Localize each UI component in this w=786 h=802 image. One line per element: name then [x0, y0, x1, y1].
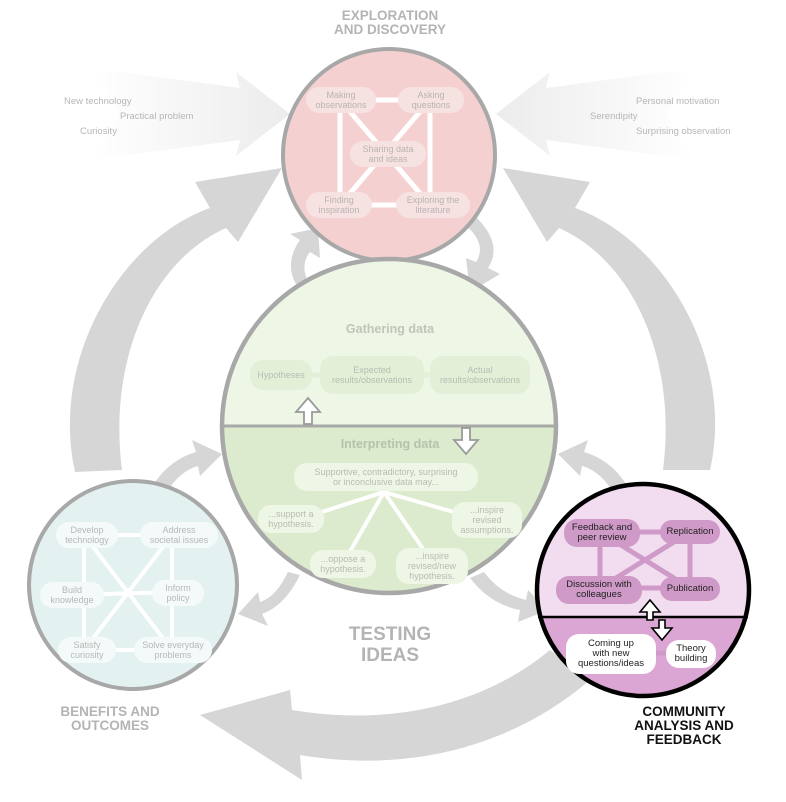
cycle-arrow-right	[503, 168, 716, 470]
outcome-support: ...support a hypothesis.	[258, 505, 324, 533]
testing-title: TESTING IDEAS	[348, 624, 432, 666]
community-node-5: Coming up with new questions/ideas	[566, 634, 656, 674]
trigger-left-3: Curiosity	[80, 126, 117, 137]
input-arrow-right	[496, 68, 696, 160]
up-arrow-icon	[294, 396, 322, 425]
outcome-oppose: ...oppose a hypothesis.	[310, 550, 376, 578]
trigger-right-2: Serendipity	[590, 111, 638, 122]
community-node-1: Feedback and peer review	[564, 519, 640, 547]
interpreting-lead: Supportive, contradictory, surprising or…	[294, 463, 478, 491]
arrow-testing-to-community	[470, 572, 548, 622]
benefits-node-4: Inform policy	[152, 580, 204, 606]
arrow-testing-to-benefits	[238, 572, 300, 626]
gathering-node-2: Expected results/observations	[320, 356, 424, 394]
down-arrow-icon	[452, 427, 480, 456]
community-node-6: Theory building	[666, 640, 716, 668]
exploration-title: EXPLORATION AND DISCOVERY	[333, 8, 446, 37]
trigger-right-1: Personal motivation	[636, 96, 720, 107]
arrow-testing-to-exploration	[290, 228, 320, 290]
community-node-3: Discussion with colleagues	[556, 576, 642, 604]
exploration-node-4: Finding inspiration	[306, 192, 372, 218]
outcome-inspire-hypothesis: ...inspire revised/new hypothesis.	[396, 548, 468, 584]
community-title: COMMUNITY ANALYSIS AND FEEDBACK	[634, 704, 734, 747]
benefits-node-1: Develop technology	[56, 522, 118, 548]
community-node-4: Publication	[660, 577, 720, 601]
gathering-node-3: Actual results/observations	[430, 356, 530, 394]
benefits-node-6: Solve everyday problems	[134, 637, 212, 663]
input-arrow-left	[90, 68, 290, 160]
trigger-right-3: Surprising observation	[636, 126, 731, 137]
outcome-inspire-assumptions: ...inspire revised assumptions.	[452, 502, 522, 538]
cycle-arrow-left	[69, 168, 282, 472]
benefits-node-2: Address societal issues	[140, 522, 218, 548]
exploration-node-3: Sharing data and ideas	[350, 141, 426, 167]
exploration-node-1: Making observations	[306, 87, 376, 113]
benefits-node-5: Satisfy curiosity	[58, 637, 116, 663]
swap-arrow-icon	[638, 598, 662, 621]
community-node-2: Replication	[660, 520, 720, 544]
cycle-arrow-bottom	[200, 650, 590, 780]
interpreting-title: Interpreting data	[340, 437, 440, 451]
exploration-node-2: Asking questions	[398, 87, 464, 113]
trigger-left-2: Practical problem	[120, 111, 194, 122]
gathering-title: Gathering data	[345, 322, 435, 336]
arrow-benefits-to-testing	[150, 440, 222, 496]
gathering-node-1: Hypotheses	[250, 360, 312, 390]
benefits-title: BENEFITS AND OUTCOMES	[60, 704, 160, 733]
exploration-node-5: Exploring the literature	[396, 192, 470, 218]
trigger-left-1: New technology	[64, 96, 132, 107]
arrow-community-to-testing	[558, 440, 630, 496]
swap-arrow-down-icon	[650, 619, 674, 642]
arrow-exploration-to-testing	[462, 212, 500, 292]
benefits-node-3: Build knowledge	[40, 582, 104, 608]
